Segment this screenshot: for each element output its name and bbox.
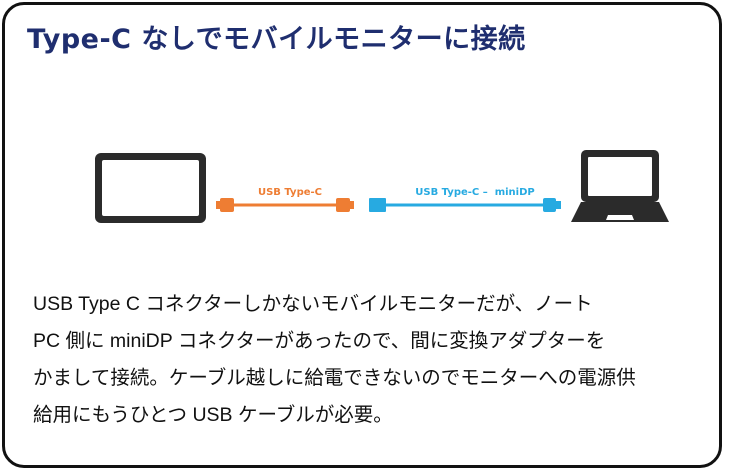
usb-type-c-cable: USB Type-C (216, 187, 354, 212)
info-card: Type-C なしでモバイルモニターに接続 (2, 2, 722, 468)
description-line: PC 側に miniDP コネクターがあったので、間に変換アダプターを (33, 330, 606, 352)
tablet-monitor-icon (95, 153, 206, 223)
description-line: USB Type C コネクターしかないモバイルモニターだが、ノート (33, 293, 593, 315)
description-line: 給用にもうひとつ USB ケーブルが必要。 (33, 404, 393, 426)
laptop-icon (571, 150, 669, 222)
usb-c-to-minidp-cable: USB Type-C – miniDP (369, 187, 561, 212)
description-line: かまして接続。ケーブル越しに給電できないのでモニターへの電源供 (33, 367, 636, 389)
description-text: USB Type C コネクターしかないモバイルモニターだが、ノート PC 側に… (33, 286, 703, 434)
card-title: Type-C なしでモバイルモニターに接続 (27, 24, 526, 55)
usb-c-to-minidp-label: USB Type-C – miniDP (415, 187, 534, 198)
usb-type-c-label: USB Type-C (258, 187, 322, 198)
